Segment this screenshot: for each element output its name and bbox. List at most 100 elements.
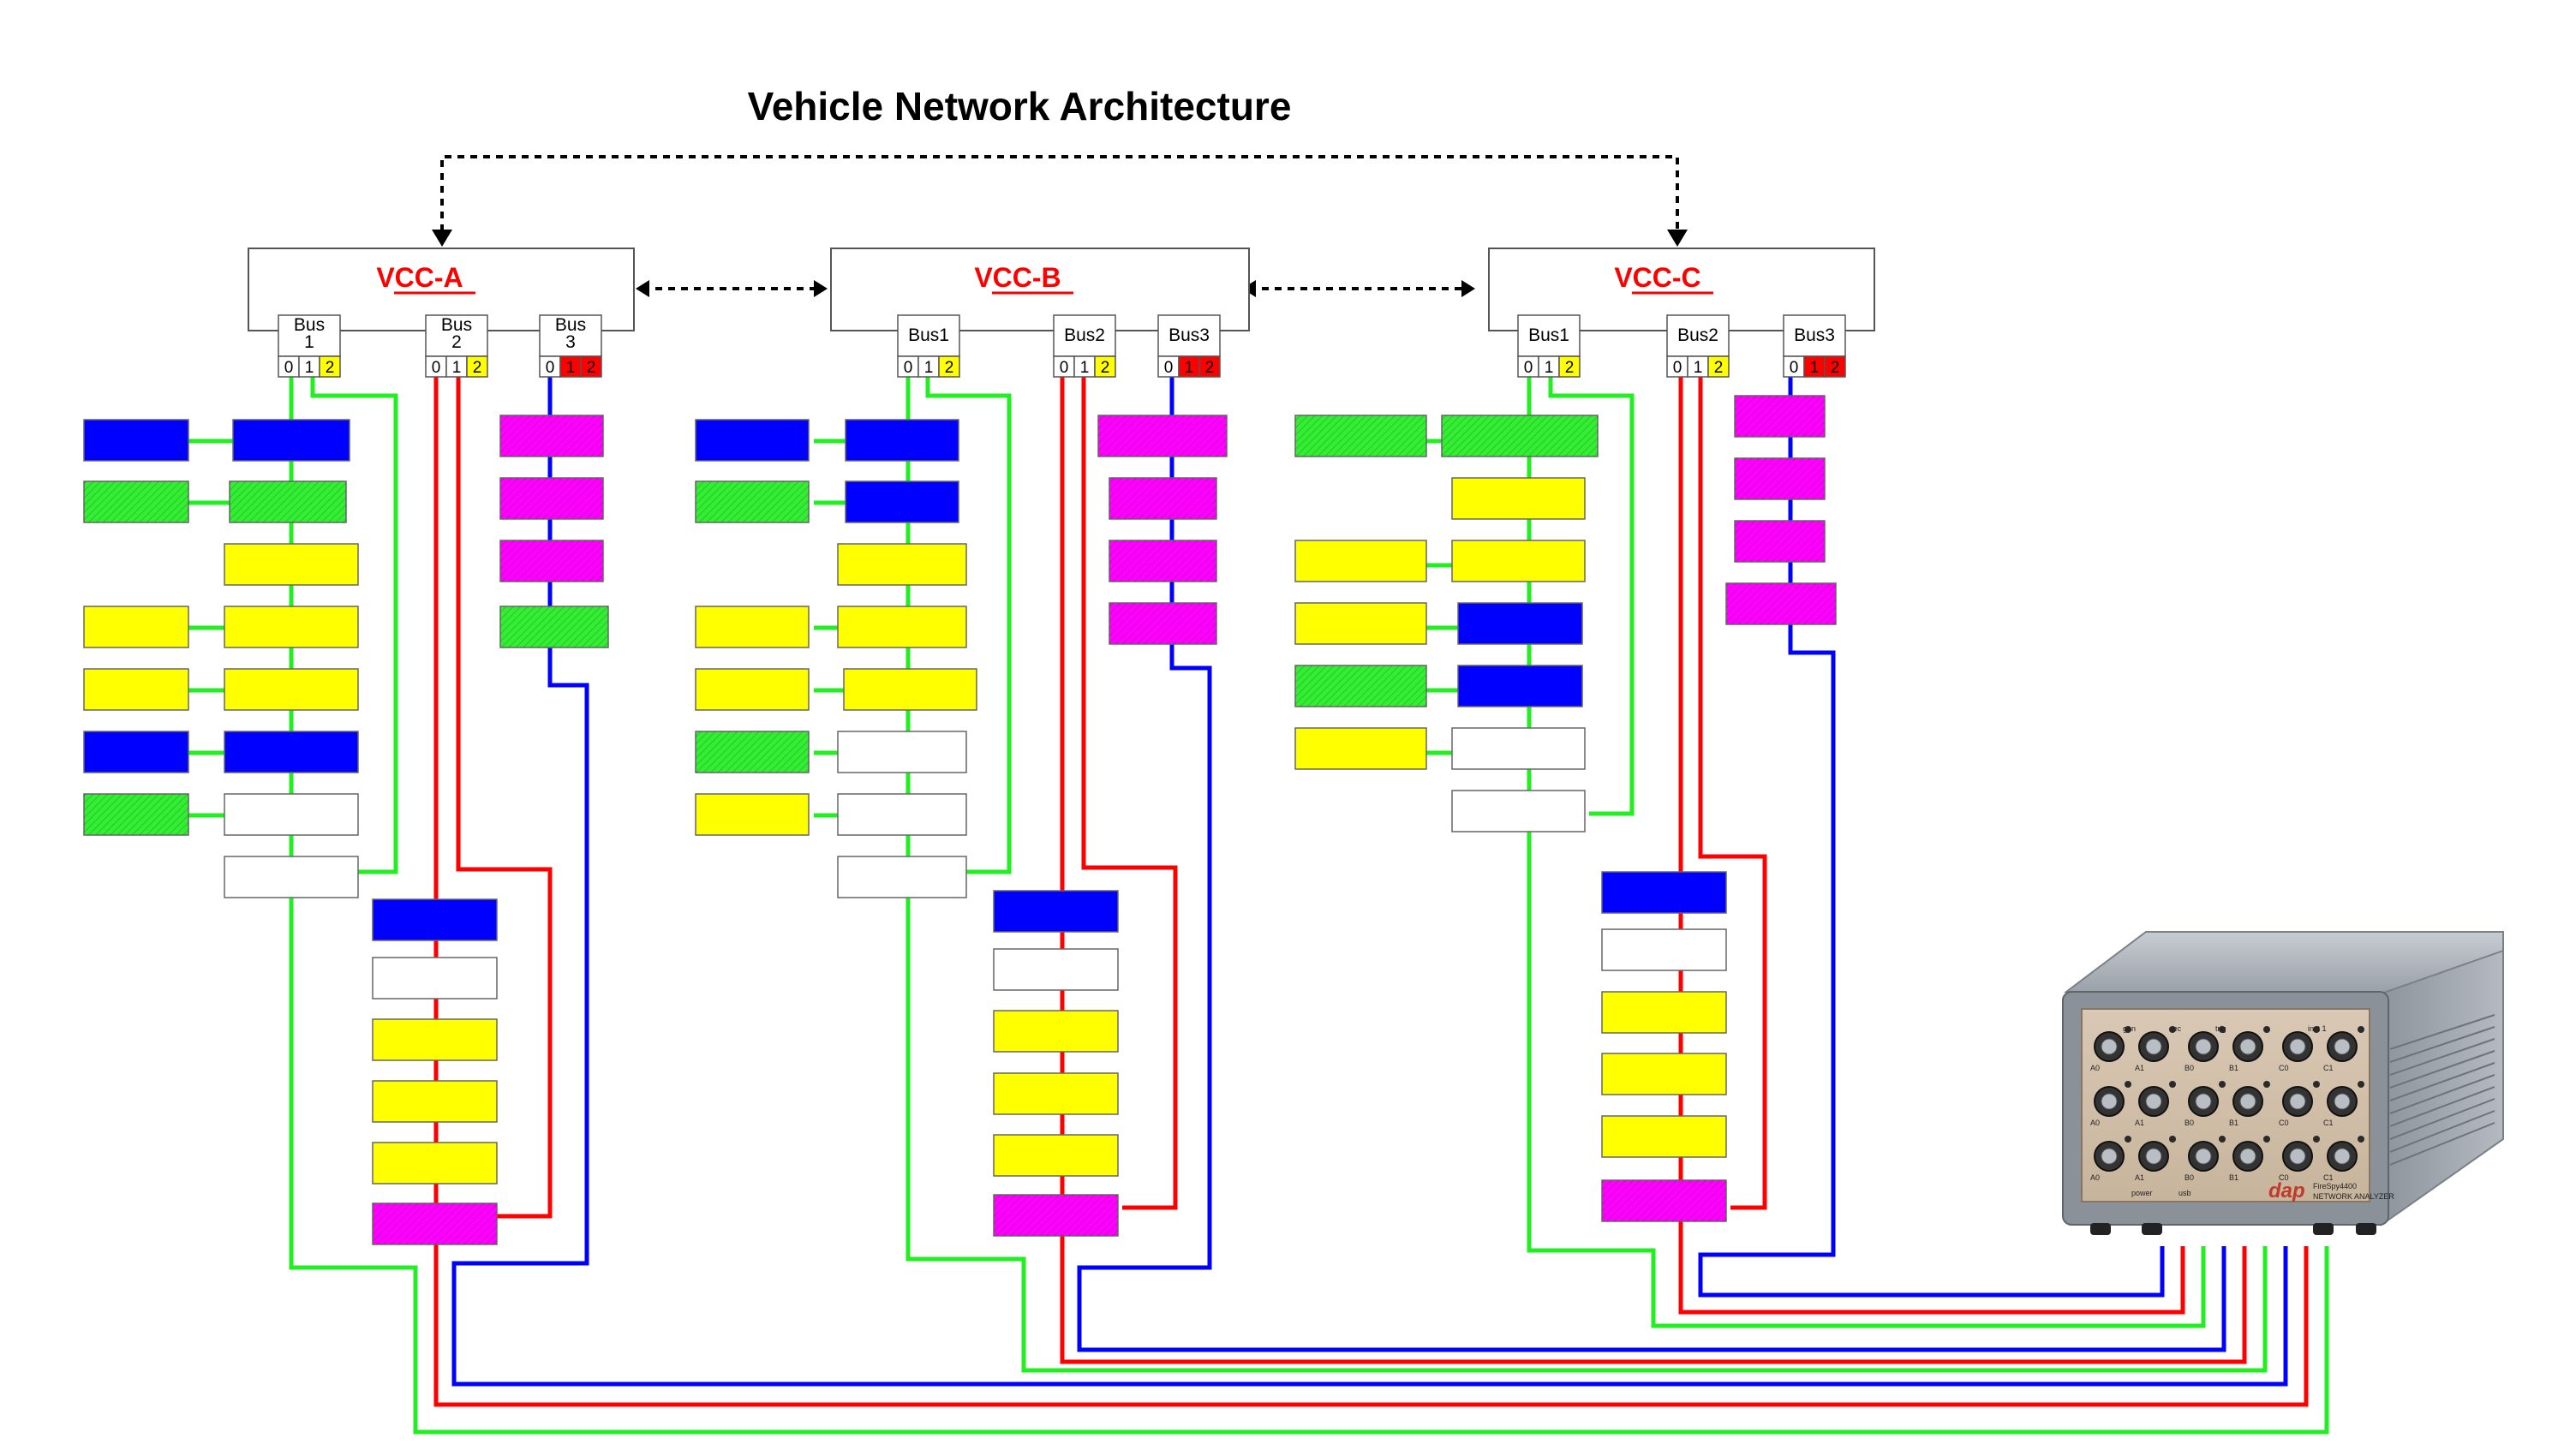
bus-label: Bus xyxy=(294,315,325,335)
analyzer-vent xyxy=(2389,1086,2495,1127)
analyzer-port-label: A0 xyxy=(2090,1119,2100,1127)
analyzer-port-inner xyxy=(2145,1038,2162,1055)
ecu-a-bus1-side-7 xyxy=(83,793,189,836)
analyzer-port-label: C0 xyxy=(2279,1173,2289,1182)
bus-pin-label: 0 xyxy=(546,359,555,377)
wire-a-bus1-return xyxy=(310,377,398,874)
ecu-c-bus1-side-5 xyxy=(1294,665,1427,707)
ecu-a-bus1-8 xyxy=(224,856,359,898)
bus-box xyxy=(1783,314,1846,357)
ecu-a-bus1-side-4 xyxy=(83,606,189,648)
bus-pin xyxy=(278,355,300,378)
ecu-a-bus2-2 xyxy=(372,957,498,1000)
ecu-a-bus2-6 xyxy=(372,1202,498,1245)
ecu-b-bus2-1 xyxy=(993,890,1119,933)
bus-label: 2 xyxy=(451,332,462,352)
analyzer-port-label: A0 xyxy=(2090,1173,2100,1182)
wire-c-bus2 xyxy=(1678,377,2185,1315)
wire-a-bus3 xyxy=(451,377,2288,1387)
analyzer-port-led xyxy=(2313,1081,2320,1088)
analyzer-vent xyxy=(2389,1098,2495,1140)
analyzer-bottom-label: usb xyxy=(2179,1189,2191,1197)
analyzer-port-led xyxy=(2219,1081,2226,1088)
ecu-a-bus1-side-2 xyxy=(83,480,189,523)
analyzer-port-led xyxy=(2125,1081,2131,1088)
controller-label: VCC-C xyxy=(1614,262,1700,293)
ecu-c-bus1-6 xyxy=(1451,727,1586,770)
analyzer-port-led xyxy=(2169,1136,2176,1143)
ecu-c-bus2-2 xyxy=(1601,928,1727,971)
bus-label: Bus2 xyxy=(1677,325,1718,345)
wire-a-bus2 xyxy=(433,377,2309,1407)
bus-box xyxy=(1666,314,1730,357)
wire-a-bus2-return xyxy=(456,377,553,1219)
ecu-a-bus1-2 xyxy=(229,480,347,523)
ecu-b-bus1-2 xyxy=(845,480,959,523)
analyzer-port-inner xyxy=(2334,1038,2351,1055)
bus-pin-label: 1 xyxy=(566,359,576,377)
analyzer-foot xyxy=(2313,1223,2334,1235)
analyzer-vent xyxy=(2389,1074,2495,1114)
ecu-a-bus3-1 xyxy=(499,415,604,457)
analyzer-vent xyxy=(2389,1110,2495,1153)
ecu-b-bus2-5 xyxy=(993,1134,1119,1177)
bus-pin xyxy=(1198,355,1221,378)
analyzer-port-inner xyxy=(2145,1148,2162,1165)
bus-pin xyxy=(1053,355,1075,378)
analyzer-vent xyxy=(2389,1026,2495,1063)
bus-pin-label: 2 xyxy=(1205,359,1215,377)
ecu-c-bus1-2 xyxy=(1451,477,1586,520)
analyzer-port-label: C0 xyxy=(2279,1064,2289,1072)
analyzer-port-inner xyxy=(2239,1148,2256,1165)
analyzer-vent xyxy=(2389,1062,2495,1101)
analyzer-port-label: B0 xyxy=(2184,1173,2194,1182)
analyzer-port-head: gen xyxy=(2123,1024,2136,1033)
analyzer-port-inner xyxy=(2334,1148,2351,1165)
analyzer-port-label: C0 xyxy=(2279,1119,2289,1127)
ecu-b-bus3-4 xyxy=(1109,602,1217,645)
analyzer-port-inner xyxy=(2195,1038,2212,1055)
analyzer-port-inner xyxy=(2101,1093,2118,1110)
ecu-a-bus2-5 xyxy=(372,1142,498,1184)
ecu-a-bus2-3 xyxy=(372,1018,498,1061)
bus-pin-label: 1 xyxy=(452,359,462,377)
ecu-b-bus1-3 xyxy=(837,543,967,586)
ecu-c-bus2-3 xyxy=(1601,991,1727,1034)
controller-label: VCC-A xyxy=(376,262,463,293)
analyzer-port-inner xyxy=(2239,1093,2256,1110)
bus-pin xyxy=(938,355,960,378)
ecu-c-bus1-side-3 xyxy=(1294,540,1427,582)
ecu-c-bus1-side-4 xyxy=(1294,602,1427,645)
ecu-b-bus3-2 xyxy=(1109,477,1217,520)
ecu-c-bus3-4 xyxy=(1725,582,1837,625)
ecu-a-bus1-5 xyxy=(224,668,359,711)
ecu-a-bus1-side-6 xyxy=(83,731,189,773)
ecu-a-bus3-4 xyxy=(499,606,609,648)
analyzer-port-label: C1 xyxy=(2323,1119,2334,1127)
bus-pin-label: 0 xyxy=(1164,359,1174,377)
analyzer-subtitle: NETWORK ANALYZER xyxy=(2313,1192,2394,1201)
wire-b-bus1 xyxy=(905,377,2268,1373)
ecu-b-bus3-3 xyxy=(1109,540,1217,582)
ecu-a-bus1-1 xyxy=(232,419,350,462)
ecu-b-bus1-6 xyxy=(837,731,967,773)
wire-b-bus1-return xyxy=(925,377,1012,874)
controller-label: VCC-B xyxy=(974,262,1061,293)
ecu-b-bus1-1 xyxy=(845,419,959,462)
analyzer-port-led xyxy=(2358,1136,2364,1143)
ecu-b-bus2-3 xyxy=(993,1010,1119,1053)
ecu-b-bus2-2 xyxy=(993,948,1119,991)
ecu-c-bus2-1 xyxy=(1601,871,1727,914)
ecu-c-bus3-1 xyxy=(1734,395,1826,438)
bus-pin xyxy=(1824,355,1846,378)
analyzer-port-led xyxy=(2313,1136,2320,1143)
analyzer-port-label: B0 xyxy=(2184,1119,2194,1127)
analyzer-front-panel xyxy=(2081,1008,2370,1202)
bus-pin-label: 2 xyxy=(326,359,335,377)
